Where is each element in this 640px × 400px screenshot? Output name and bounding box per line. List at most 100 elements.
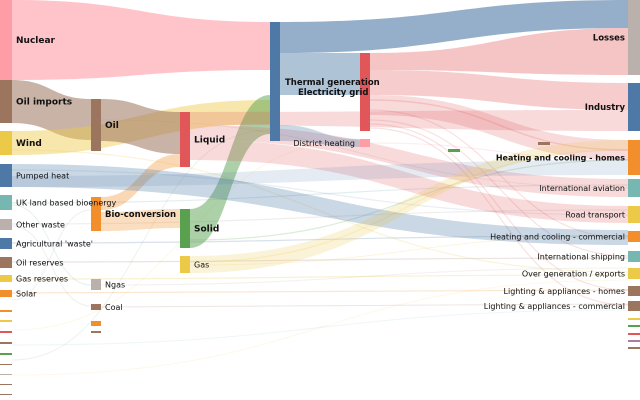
- label-agri-waste: Agricultural 'waste': [16, 239, 93, 248]
- flow-grid-to-industry: [370, 70, 628, 110]
- label-intl-aviation: International aviation: [539, 184, 625, 193]
- node-light-homes: [628, 286, 640, 296]
- flow-thermal-to-grid: [280, 53, 360, 95]
- stub-node-6: [0, 374, 12, 375]
- label-wind: Wind: [16, 139, 42, 149]
- label-light-commercial: Lighting & appliances - commercial: [484, 302, 625, 311]
- flow-thread-26: [11, 279, 629, 376]
- node-district-heating: [360, 139, 370, 147]
- flow-thread-25: [11, 129, 271, 361]
- label-road-transport: Road transport: [565, 210, 625, 219]
- node-oil: [91, 99, 101, 151]
- flow-thread-1: [11, 209, 629, 225]
- label-oil: Oil: [105, 121, 119, 131]
- flow-liquid-to-aviation: [190, 125, 628, 197]
- flow-liquid-to-road: [190, 140, 628, 223]
- flow-thread-13: [369, 127, 629, 306]
- label-heat-commercial: Heating and cooling - commercial: [490, 232, 625, 241]
- node-losses: [628, 0, 640, 75]
- label-bio-conversion: Bio-conversion: [105, 210, 176, 220]
- flow-pumped-heat-to-commercial: [12, 164, 628, 245]
- label-solid: Solid: [194, 225, 219, 235]
- node-intl-shipping: [628, 251, 640, 262]
- stub-node-14: [628, 340, 640, 342]
- label-nuclear: Nuclear: [16, 36, 56, 46]
- flow-solid-to-thermal: [190, 95, 270, 248]
- stub-node-7: [0, 384, 12, 385]
- node-heat-commercial: [628, 231, 640, 242]
- node-thermal-gen: [270, 22, 280, 141]
- label-gas: Gas: [194, 260, 209, 269]
- flow-pumped-heat-to-homes: [12, 160, 628, 187]
- node-solar: [0, 290, 12, 297]
- label-losses: Losses: [593, 33, 625, 43]
- flow-gas-to-homes: [190, 140, 628, 273]
- stub-node-4: [0, 353, 12, 355]
- label-over-gen: Over generation / exports: [522, 269, 625, 278]
- node-uk-land-bio: [0, 195, 12, 210]
- stub-node-13: [628, 333, 640, 335]
- label-liquid: Liquid: [194, 136, 225, 146]
- flow-bio-to-liquid: [101, 154, 180, 210]
- node-oil-reserves: [0, 257, 12, 268]
- stub-node-5: [0, 364, 12, 365]
- flow-thread-2: [11, 235, 629, 244]
- flow-thread-20: [100, 119, 629, 189]
- label-pumped-heat: Pumped heat: [16, 171, 69, 180]
- flow-thread-18: [11, 149, 629, 273]
- label-district-heating: District heating: [293, 139, 355, 148]
- label-other-waste: Other waste: [16, 220, 65, 229]
- flow-thread-7: [11, 225, 92, 307]
- node-agri-waste: [0, 238, 12, 249]
- flow-thread-12: [369, 123, 629, 291]
- label-solar: Solar: [16, 289, 37, 298]
- node-wind: [0, 131, 12, 155]
- flow-thread-5: [11, 289, 629, 294]
- stub-node-9: [91, 321, 101, 326]
- label-uk-land-bio: UK land based bioenergy: [16, 198, 116, 207]
- label-industry: Industry: [585, 103, 626, 113]
- flow-thread-3: [11, 257, 629, 263]
- label-gas-reserves: Gas reserves: [16, 274, 68, 283]
- stub-node-10: [91, 331, 101, 333]
- node-over-gen: [628, 268, 640, 279]
- stub-node-3: [0, 342, 12, 344]
- node-road-transport: [628, 206, 640, 223]
- label-oil-reserves: Oil reserves: [16, 258, 64, 267]
- stub-node-0: [0, 310, 12, 312]
- flow-thermal-to-district: [280, 125, 360, 147]
- node-light-commercial: [628, 301, 640, 311]
- flow-nuclear-to-thermal: [12, 0, 270, 80]
- node-other-waste: [0, 219, 12, 230]
- label-oil-imports: Oil imports: [16, 98, 72, 108]
- node-coal: [91, 304, 101, 310]
- node-gas-reserves: [0, 275, 12, 282]
- node-ngas: [91, 279, 101, 290]
- stub-node-15: [628, 347, 640, 349]
- stub-node-17: [538, 142, 550, 145]
- flow-thermal-to-losses: [280, 0, 628, 53]
- flow-thread-4: [11, 274, 629, 280]
- node-elec-grid: [360, 53, 370, 131]
- flow-oil-to-liquid: [101, 99, 180, 154]
- node-liquid: [180, 112, 190, 167]
- label-heat-homes: Heating and cooling - homes: [496, 153, 625, 162]
- node-industry: [628, 83, 640, 131]
- sankey-links: [11, 0, 629, 376]
- stub-node-1: [0, 320, 12, 322]
- node-bio-conversion: [91, 197, 101, 231]
- flow-thread-6: [11, 204, 92, 286]
- flow-thread-14: [369, 109, 629, 239]
- flow-thread-16: [189, 149, 629, 263]
- flow-bio-to-solid: [101, 209, 180, 231]
- label-intl-shipping: International shipping: [537, 252, 625, 261]
- node-heat-homes: [628, 140, 640, 175]
- label-coal: Coal: [105, 303, 123, 312]
- flow-thread-8: [11, 209, 92, 301]
- node-oil-imports: [0, 80, 12, 123]
- flow-thread-10: [100, 303, 629, 308]
